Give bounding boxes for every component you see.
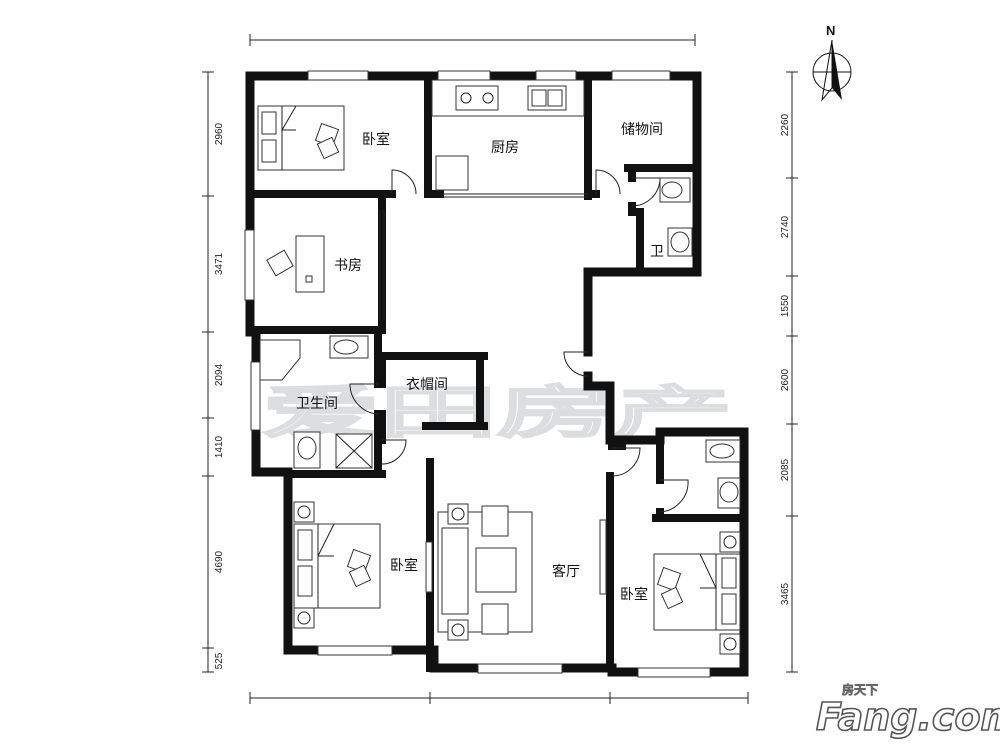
window-living: [477, 663, 563, 674]
dim-right-5: 2085: [780, 458, 791, 481]
label-cloakroom: 衣帽间: [406, 377, 448, 393]
window-bedroom-nw: [307, 70, 369, 81]
window-bedroom-se: [637, 667, 711, 678]
doors: [349, 169, 689, 513]
window-storage: [611, 70, 671, 81]
label-bedroom-se: 卧室: [620, 586, 648, 603]
stove-icon: [455, 85, 499, 111]
bed-se: [653, 439, 741, 655]
label-kitchen: 厨房: [491, 140, 519, 156]
dim-right-2: 2740: [780, 215, 791, 238]
windows: [244, 70, 711, 678]
wc-small-fixtures: [659, 177, 693, 257]
dimensions-right: 2260 2740 1550 2600 2085 3465: [780, 113, 791, 605]
label-bedroom-nw: 卧室: [362, 131, 390, 148]
label-study: 书房: [334, 258, 362, 274]
dim-right-1: 2260: [780, 113, 791, 136]
dim-left-3: 2094: [214, 363, 225, 386]
living-furniture: [437, 503, 607, 641]
dimension-lines: [202, 34, 798, 704]
dim-left-5: 4690: [214, 550, 225, 573]
room-labels: 卧室 厨房 储物间 卫 书房 卫生间 衣帽间 客厅 卧室 卧室: [296, 122, 664, 603]
compass-icon: N: [812, 23, 852, 102]
bathroom-fixtures: [259, 335, 373, 469]
chair-icon: [266, 249, 294, 277]
door-bedroom-sw: [381, 439, 407, 465]
bed-sw: [293, 501, 433, 629]
door-wc-se: [659, 479, 689, 513]
desk-icon: [295, 235, 325, 293]
compass-label: N: [826, 23, 835, 38]
dim-right-4: 2600: [780, 368, 791, 391]
dim-left-6: 525: [214, 652, 225, 669]
window-bathroom: [250, 361, 261, 431]
dim-left-2: 3471: [214, 252, 225, 275]
tv-icon: [599, 519, 607, 595]
door-bedroom-nw: [391, 169, 417, 195]
window-bedroom-sw: [317, 645, 393, 656]
dim-right-6: 3465: [780, 582, 791, 605]
logo-big-text: Fang.com: [816, 695, 1000, 739]
dimensions-left: 2960 3471 2094 1410 4690 525: [214, 122, 225, 669]
fang-logo: 房天下 Fang.com: [815, 682, 1000, 740]
fridge-icon: [435, 155, 469, 191]
door-entry: [563, 351, 589, 377]
door-bathroom: [349, 383, 379, 415]
study-furniture: [266, 235, 325, 293]
window-study: [244, 229, 255, 301]
bed-nw: [257, 105, 345, 171]
door-storage: [595, 169, 621, 195]
label-living: 客厅: [552, 563, 580, 580]
label-bedroom-sw: 卧室: [390, 557, 418, 574]
logo-small-text: 房天下: [842, 682, 878, 697]
window-kitchen-1: [437, 70, 491, 81]
label-bathroom: 卫生间: [296, 396, 338, 412]
window-kitchen-2: [535, 70, 577, 81]
label-storage: 储物间: [621, 122, 663, 138]
label-wc-small: 卫: [650, 244, 664, 260]
dim-left-4: 1410: [214, 435, 225, 458]
dim-right-3: 1550: [780, 294, 791, 317]
kitchen-fixtures: [431, 79, 585, 191]
door-bedroom-se: [611, 447, 641, 477]
door-wc-small: [631, 177, 661, 207]
dim-left-1: 2960: [214, 122, 225, 145]
coffee-table-icon: [475, 547, 517, 593]
